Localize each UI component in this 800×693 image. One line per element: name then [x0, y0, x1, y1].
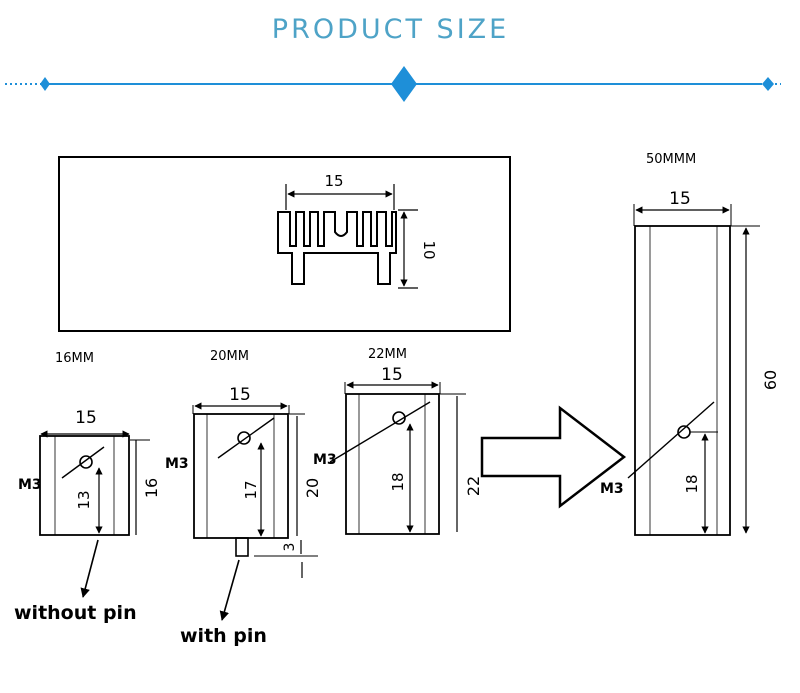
heatsink-profile-icon — [277, 211, 397, 285]
height-22mm: 22 — [464, 476, 483, 496]
height-50mm: 60 — [761, 370, 780, 390]
hole-height-50mm: 18 — [683, 474, 701, 493]
model-label-50mm: 50MMM — [646, 152, 696, 167]
height-20mm: 20 — [303, 478, 322, 498]
hole-label-22mm: M3 — [313, 452, 337, 468]
pin-length-20mm: 3 — [282, 543, 298, 552]
hole-height-16mm: 13 — [75, 490, 93, 509]
hole-label-50mm: M3 — [600, 481, 624, 497]
width-20mm: 15 — [229, 385, 251, 405]
width-50mm: 15 — [669, 189, 691, 209]
heatsink-50mm — [627, 204, 760, 536]
note-without-pin: without pin — [14, 602, 137, 624]
heatsink-22mm — [329, 381, 466, 535]
width-22mm: 15 — [381, 365, 403, 385]
height-16mm: 16 — [142, 478, 161, 498]
divider-diamond-left-icon — [40, 77, 50, 91]
model-label-22mm: 22MM — [368, 347, 407, 362]
cross-section-height: 10 — [420, 240, 438, 259]
hole-height-20mm: 17 — [242, 480, 260, 499]
hole-label-20mm: M3 — [165, 456, 189, 472]
note-with-pin: with pin — [180, 625, 267, 647]
page-title: PRODUCT SIZE — [271, 14, 510, 45]
big-arrow-icon — [480, 405, 627, 509]
heatsink-16mm — [39, 430, 150, 598]
cross-section-view — [58, 156, 511, 332]
width-16mm: 15 — [75, 408, 97, 428]
hole-label-16mm: M3 — [18, 477, 42, 493]
model-label-20mm: 20MM — [210, 349, 249, 364]
cross-section-width: 15 — [324, 172, 343, 190]
divider-diamond-center-icon — [391, 66, 417, 102]
hole-height-22mm: 18 — [389, 472, 407, 491]
heatsink-20mm — [192, 402, 318, 621]
header-divider — [5, 66, 781, 102]
model-label-16mm: 16MM — [55, 351, 94, 366]
divider-diamond-right-icon — [762, 77, 774, 91]
